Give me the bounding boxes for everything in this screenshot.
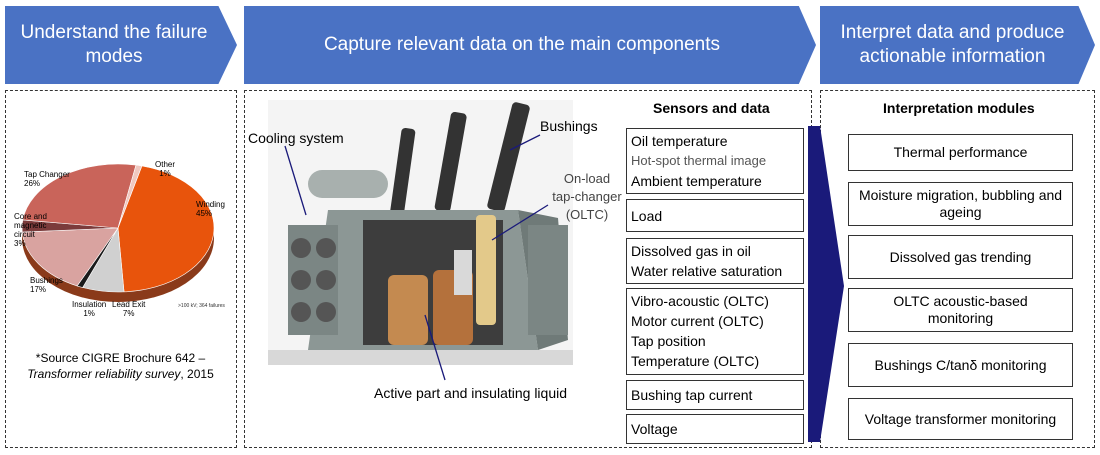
pie-slice-other bbox=[117, 164, 143, 229]
sensor-box-voltage: Voltage bbox=[626, 414, 804, 444]
banner-failure-modes-label: Understand the failure modes bbox=[20, 22, 208, 67]
pie-slice-bushings bbox=[21, 227, 119, 287]
sensor-box-bushing: Bushing tap current bbox=[626, 380, 804, 410]
sensor-box-load: Load bbox=[626, 199, 804, 232]
sensor-bushing-tap-current: Bushing tap current bbox=[631, 387, 753, 403]
pie-slice-winding bbox=[117, 165, 215, 293]
banner-failure-modes: Understand the failure modes bbox=[5, 6, 237, 84]
module-thermal: Thermal performance bbox=[848, 134, 1073, 171]
sensor-tap-position: Tap position bbox=[631, 333, 706, 349]
label-active-part: Active part and insulating liquid bbox=[374, 385, 568, 401]
pie-footnote: >100 kV; 364 failures bbox=[178, 303, 225, 309]
sensor-hot-spot: Hot-spot thermal image bbox=[631, 153, 767, 168]
source-line2: Transformer reliability survey bbox=[27, 367, 181, 381]
banner-interpret-data: Interpret data and produce actionable in… bbox=[820, 6, 1095, 84]
pie-slice-tap-changer bbox=[22, 163, 137, 229]
sensor-box-temperature: Oil temperature Hot-spot thermal image A… bbox=[626, 128, 804, 194]
banner-capture-data-label: Capture relevant data on the main compon… bbox=[323, 34, 721, 55]
module-oltc-acoustic-label: OLTC acoustic-based monitoring bbox=[893, 293, 1028, 326]
sensor-oltc-temperature: Temperature (OLTC) bbox=[631, 353, 760, 369]
module-voltage-transformer-label: Voltage transformer monitoring bbox=[864, 410, 1057, 427]
sensor-load: Load bbox=[631, 207, 663, 224]
sensor-oil-temperature: Oil temperature bbox=[631, 133, 728, 149]
module-dissolved-gas-label: Dissolved gas trending bbox=[889, 248, 1032, 265]
sensor-water-saturation: Water relative saturation bbox=[631, 263, 783, 279]
failure-modes-panel bbox=[5, 90, 237, 448]
sensors-title: Sensors and data bbox=[653, 100, 770, 116]
label-bushings: Bushings bbox=[540, 118, 598, 134]
interpretation-title: Interpretation modules bbox=[883, 100, 1035, 116]
module-moisture: Moisture migration, bubbling and ageing bbox=[848, 182, 1073, 226]
label-oltc: On-load tap-changer (OLTC) bbox=[552, 171, 622, 222]
sensor-ambient-temperature: Ambient temperature bbox=[631, 173, 762, 189]
module-voltage-transformer: Voltage transformer monitoring bbox=[848, 398, 1073, 440]
sensor-voltage: Voltage bbox=[631, 421, 678, 437]
module-oltc-acoustic: OLTC acoustic-based monitoring bbox=[848, 288, 1073, 332]
sensor-box-gas: Dissolved gas in oil Water relative satu… bbox=[626, 238, 804, 284]
module-thermal-label: Thermal performance bbox=[893, 144, 1028, 160]
sensor-vibro-acoustic: Vibro-acoustic (OLTC) bbox=[631, 293, 769, 309]
sensor-motor-current: Motor current (OLTC) bbox=[631, 313, 764, 329]
module-bushings-label: Bushings C/tanδ monitoring bbox=[874, 356, 1047, 373]
banner-interpret-data-label: Interpret data and produce actionable in… bbox=[840, 22, 1065, 67]
module-bushings: Bushings C/tanδ monitoring bbox=[848, 343, 1073, 387]
source-line3: , 2015 bbox=[180, 367, 214, 381]
sensor-box-oltc: Vibro-acoustic (OLTC) Motor current (OLT… bbox=[626, 288, 804, 375]
source-citation: *Source CIGRE Brochure 642 – Transformer… bbox=[8, 350, 233, 382]
sensor-dissolved-gas: Dissolved gas in oil bbox=[631, 243, 751, 259]
failure-pie-chart bbox=[21, 163, 215, 302]
module-dissolved-gas: Dissolved gas trending bbox=[848, 235, 1073, 279]
banner-capture-data: Capture relevant data on the main compon… bbox=[244, 6, 816, 84]
label-cooling-system: Cooling system bbox=[248, 130, 344, 146]
flow-arrow bbox=[808, 126, 844, 442]
module-moisture-label: Moisture migration, bubbling and ageing bbox=[858, 187, 1063, 220]
source-line1: *Source CIGRE Brochure 642 – bbox=[35, 351, 206, 365]
